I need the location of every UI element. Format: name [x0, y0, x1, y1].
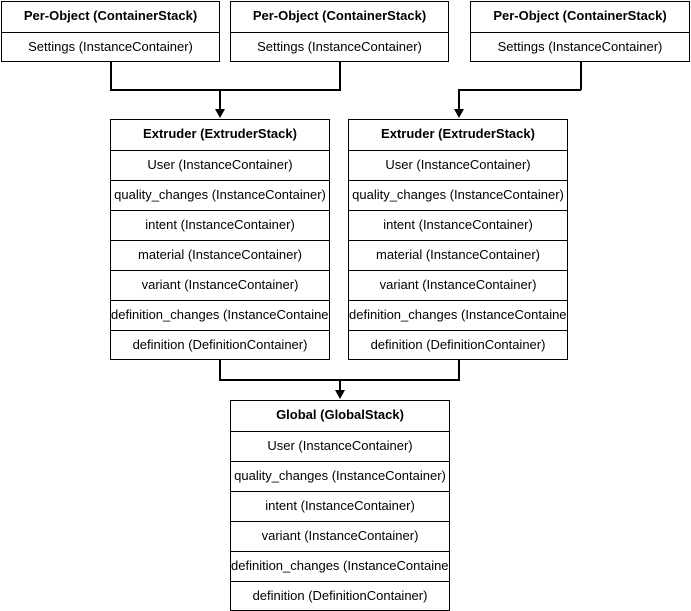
per-object-stack-1[interactable]: Per-Object (ContainerStack) Settings (In… — [1, 1, 220, 62]
extruder-stack-2-row-user[interactable]: User (InstanceContainer) — [349, 150, 567, 180]
edge-perobject3-bar — [458, 89, 581, 91]
extruder-stack-1-header: Extruder (ExtruderStack) — [143, 126, 297, 141]
arrowhead-to-extruder-2 — [453, 109, 464, 118]
extruder-stack-1-row-material[interactable]: material (InstanceContainer) — [111, 240, 329, 270]
extruder-stack-2-header: Extruder (ExtruderStack) — [381, 126, 535, 141]
extruder-stack-1-row-definition[interactable]: definition (DefinitionContainer) — [111, 330, 329, 360]
global-stack[interactable]: Global (GlobalStack) User (InstanceConta… — [230, 400, 450, 611]
global-stack-row-definition-changes[interactable]: definition_changes (InstanceContainer) — [231, 551, 449, 581]
arrowhead-to-global — [334, 390, 345, 399]
edge-perobject-merge-bar — [110, 89, 341, 91]
extruder-stack-1[interactable]: Extruder (ExtruderStack) User (InstanceC… — [110, 119, 330, 360]
per-object-stack-3-header: Per-Object (ContainerStack) — [493, 8, 667, 23]
extruder-stack-2-row-quality-changes[interactable]: quality_changes (InstanceContainer) — [349, 180, 567, 210]
per-object-stack-1-row-settings[interactable]: Settings (InstanceContainer) — [2, 32, 219, 62]
per-object-stack-2-header: Per-Object (ContainerStack) — [252, 8, 427, 23]
extruder-stack-1-row-definition-changes[interactable]: definition_changes (InstanceContainer) — [111, 300, 329, 330]
arrowhead-to-extruder-1 — [214, 109, 225, 118]
extruder-stack-1-row-user[interactable]: User (InstanceContainer) — [111, 150, 329, 180]
edge-global-in-stem — [339, 379, 341, 392]
edge-perobject1-down — [110, 62, 112, 90]
edge-extruder1-down — [219, 360, 221, 380]
per-object-stack-2[interactable]: Per-Object (ContainerStack) Settings (In… — [230, 1, 449, 62]
extruder-stack-2-row-definition-changes[interactable]: definition_changes (InstanceContainer) — [349, 300, 567, 330]
edge-extruder2-down — [458, 360, 460, 380]
extruder-stack-2-row-intent[interactable]: intent (InstanceContainer) — [349, 210, 567, 240]
global-stack-row-definition[interactable]: definition (DefinitionContainer) — [231, 581, 449, 611]
extruder-stack-2[interactable]: Extruder (ExtruderStack) User (InstanceC… — [348, 119, 568, 360]
edge-extruder2-in-stem — [458, 89, 460, 111]
edge-perobject2-down — [339, 62, 341, 90]
extruder-stack-2-row-material[interactable]: material (InstanceContainer) — [349, 240, 567, 270]
per-object-stack-2-row-settings[interactable]: Settings (InstanceContainer) — [231, 32, 448, 62]
global-stack-row-user[interactable]: User (InstanceContainer) — [231, 431, 449, 461]
per-object-stack-1-header: Per-Object (ContainerStack) — [23, 8, 198, 23]
global-stack-row-quality-changes[interactable]: quality_changes (InstanceContainer) — [231, 461, 449, 491]
edge-perobject3-down — [580, 62, 582, 90]
global-stack-header: Global (GlobalStack) — [276, 407, 404, 422]
extruder-stack-1-row-quality-changes[interactable]: quality_changes (InstanceContainer) — [111, 180, 329, 210]
global-stack-row-intent[interactable]: intent (InstanceContainer) — [231, 491, 449, 521]
extruder-stack-1-row-variant[interactable]: variant (InstanceContainer) — [111, 270, 329, 300]
per-object-stack-3-row-settings[interactable]: Settings (InstanceContainer) — [471, 32, 689, 62]
edge-extruder1-in-stem — [219, 89, 221, 111]
extruder-stack-2-row-variant[interactable]: variant (InstanceContainer) — [349, 270, 567, 300]
per-object-stack-3[interactable]: Per-Object (ContainerStack) Settings (In… — [470, 1, 690, 62]
global-stack-row-variant[interactable]: variant (InstanceContainer) — [231, 521, 449, 551]
extruder-stack-1-row-intent[interactable]: intent (InstanceContainer) — [111, 210, 329, 240]
extruder-stack-2-row-definition[interactable]: definition (DefinitionContainer) — [349, 330, 567, 360]
